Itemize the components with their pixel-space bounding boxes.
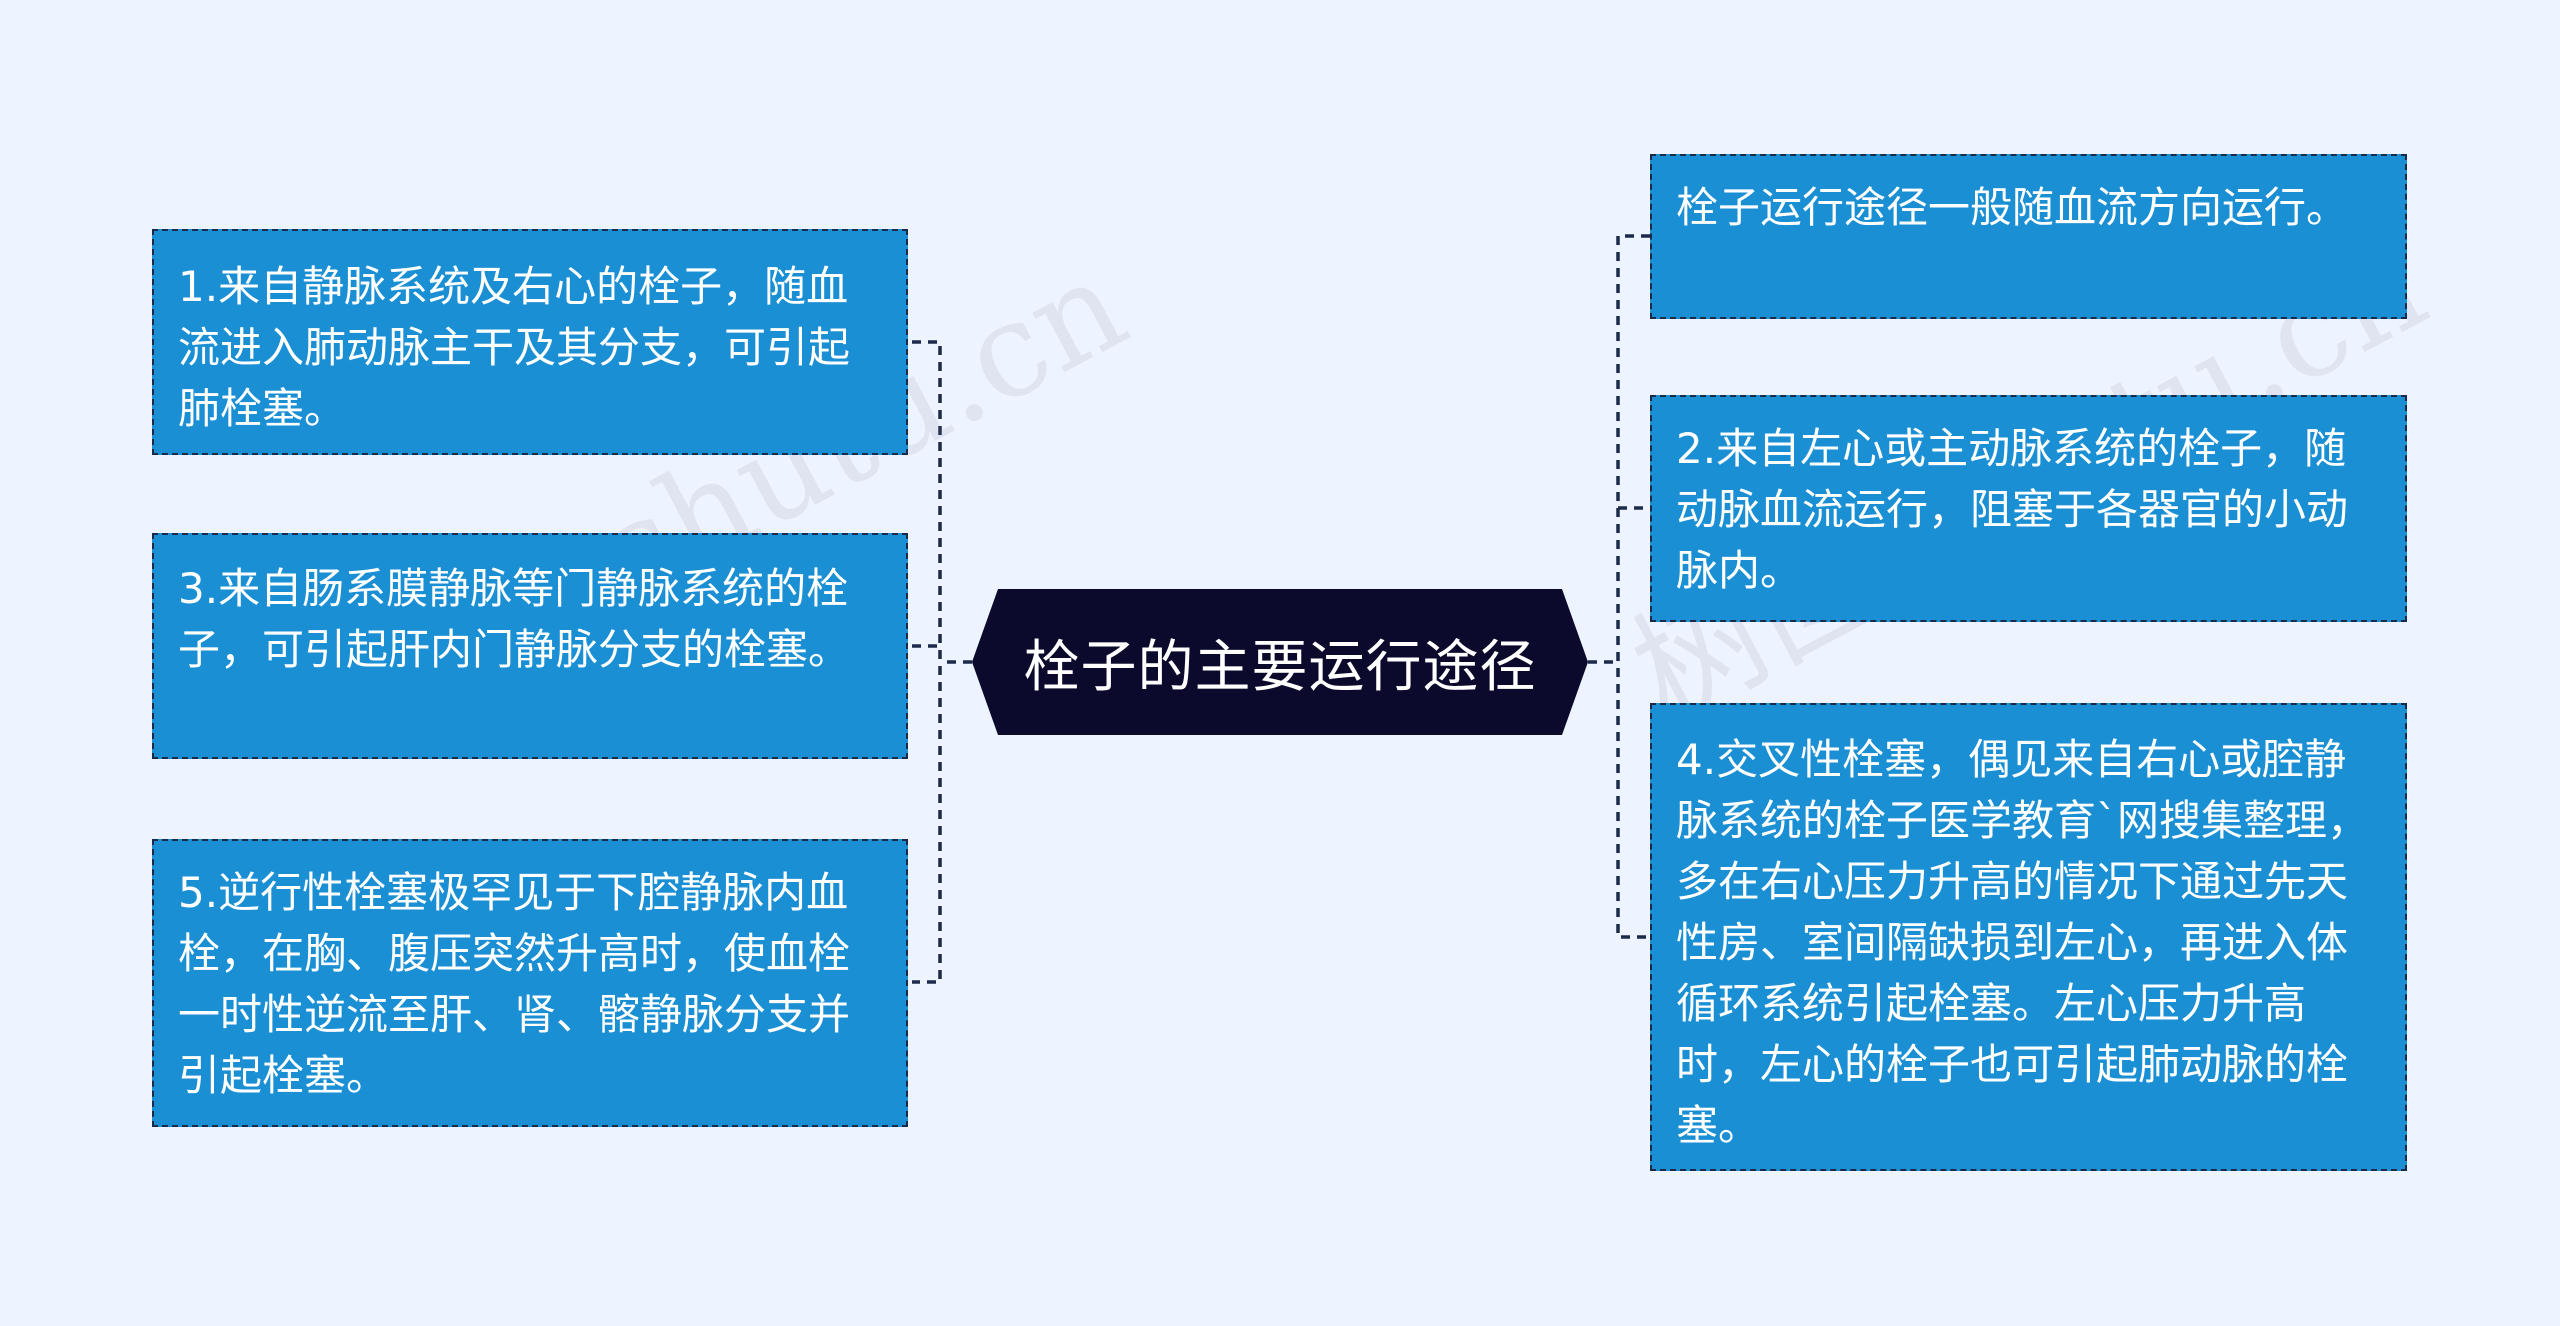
left-node-5[interactable]: 5.逆行性栓塞极罕见于下腔静脉内血栓，在胸、腹压突然升高时，使血栓一时性逆流至肝… (152, 839, 908, 1127)
left-node-3[interactable]: 3.来自肠系膜静脉等门静脉系统的栓子，可引起肝内门静脉分支的栓塞。 (152, 533, 908, 759)
central-topic-shape (972, 589, 1588, 735)
central-topic-node[interactable]: 栓子的主要运行途径 (972, 589, 1588, 735)
left-node-1[interactable]: 1.来自静脉系统及右心的栓子，随血流进入肺动脉主干及其分支，可引起肺栓塞。 (152, 229, 908, 455)
central-topic-label: 栓子的主要运行途径 (1023, 634, 1537, 700)
right-node-2[interactable]: 2.来自左心或主动脉系统的栓子，随动脉血流运行，阻塞于各器官的小动脉内。 (1650, 395, 2407, 622)
connector-right-spine (1616, 234, 1650, 939)
right-node-general[interactable]: 栓子运行途径一般随血流方向运行。 (1650, 154, 2407, 319)
right-node-4[interactable]: 4.交叉性栓塞，偶见来自右心或腔静脉系统的栓子医学教育`网搜集整理，多在右心压力… (1650, 703, 2407, 1171)
connector-left-spine (912, 340, 942, 984)
